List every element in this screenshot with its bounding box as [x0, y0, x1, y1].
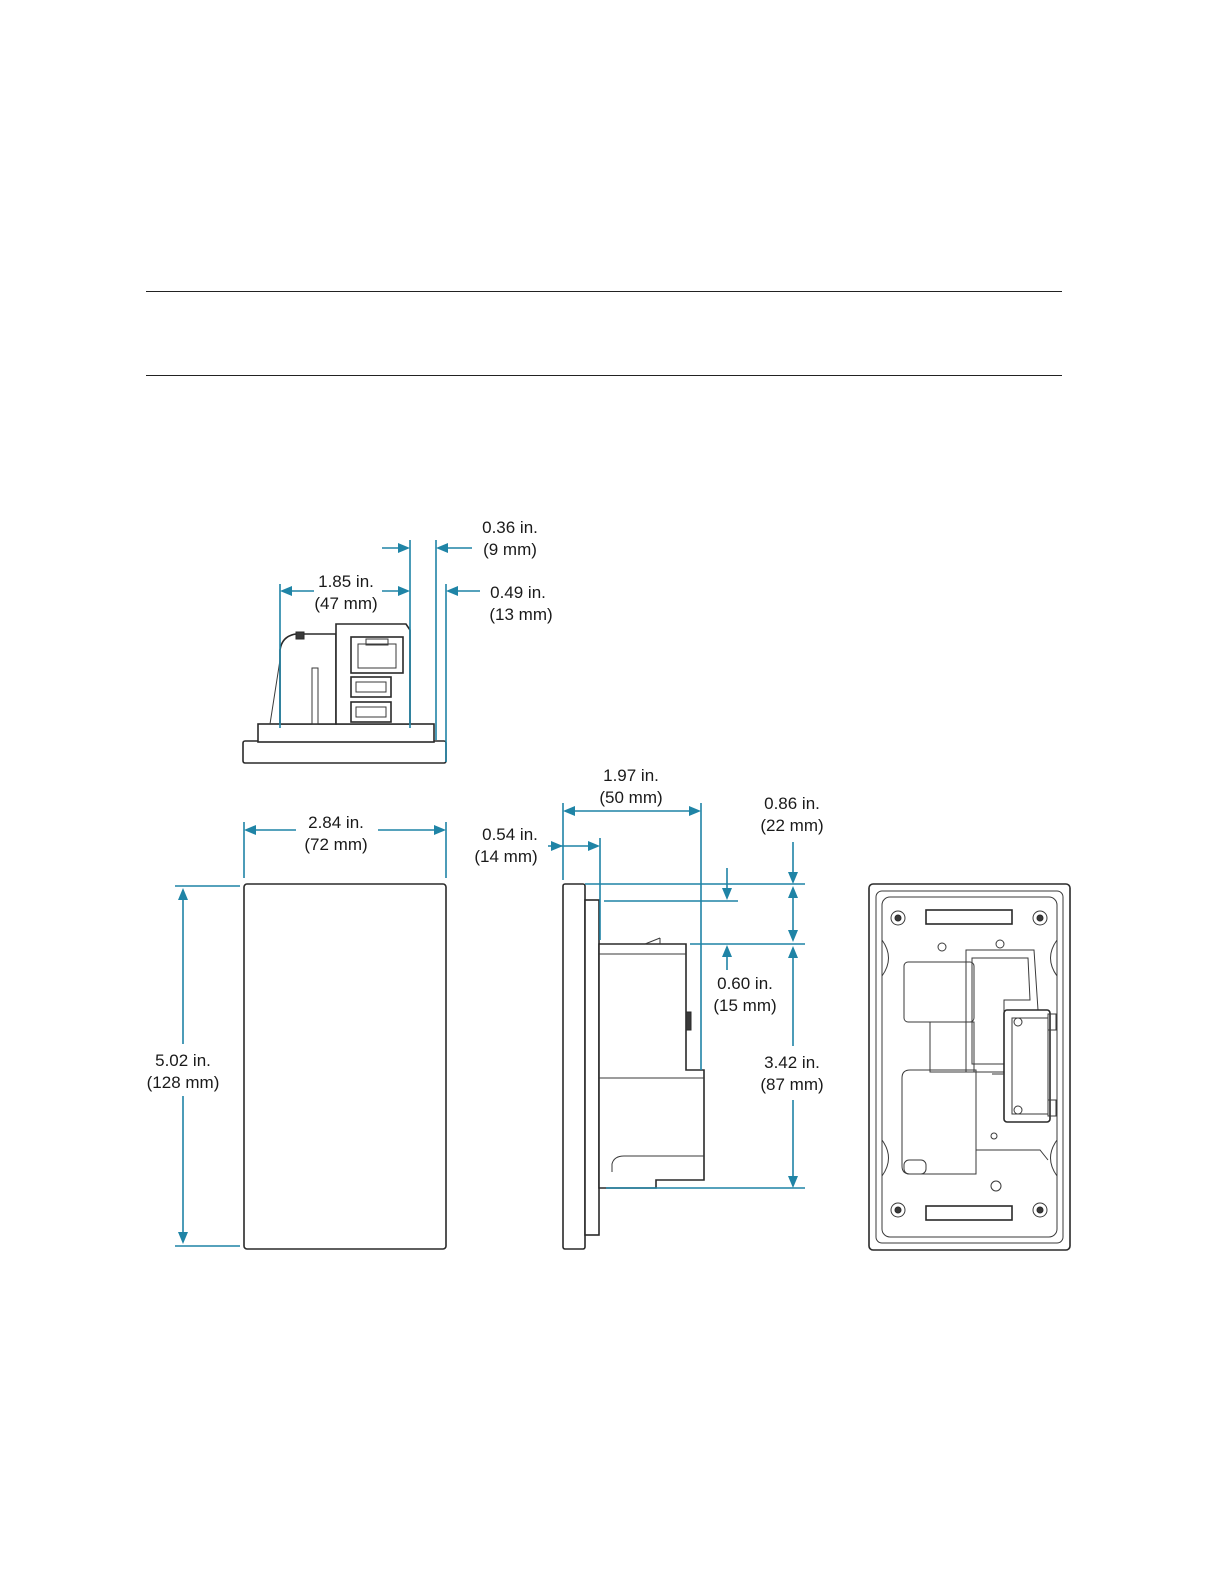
top-view — [243, 624, 446, 763]
label-top-depth-body-in: 1.85 in. — [318, 572, 374, 591]
label-front-height-in: 5.02 in. — [155, 1051, 211, 1070]
label-side-offset-top-mm: (22 mm) — [760, 816, 823, 835]
label-top-depth-front-in: 0.36 in. — [482, 518, 538, 537]
label-side-offset-top-in: 0.86 in. — [764, 794, 820, 813]
label-top-depth-body-mm: (47 mm) — [314, 594, 377, 613]
label-side-depth-total-in: 1.97 in. — [603, 766, 659, 785]
label-top-depth-total-mm: (13 mm) — [489, 605, 552, 624]
front-view — [175, 822, 446, 1249]
label-side-depth-face-mm: (14 mm) — [474, 847, 537, 866]
label-top-depth-front-mm: (9 mm) — [483, 540, 537, 559]
rear-view — [869, 884, 1070, 1250]
label-front-width-in: 2.84 in. — [308, 813, 364, 832]
label-front-width-mm: (72 mm) — [304, 835, 367, 854]
label-side-body-height-in: 3.42 in. — [764, 1053, 820, 1072]
label-side-offset-body-mm: (15 mm) — [713, 996, 776, 1015]
label-front-height-mm: (128 mm) — [147, 1073, 220, 1092]
label-side-depth-total-mm: (50 mm) — [599, 788, 662, 807]
side-view — [563, 884, 704, 1249]
label-side-offset-body-in: 0.60 in. — [717, 974, 773, 993]
label-side-body-height-mm: (87 mm) — [760, 1075, 823, 1094]
label-side-depth-face-in: 0.54 in. — [482, 825, 538, 844]
label-top-depth-total-in: 0.49 in. — [490, 583, 546, 602]
